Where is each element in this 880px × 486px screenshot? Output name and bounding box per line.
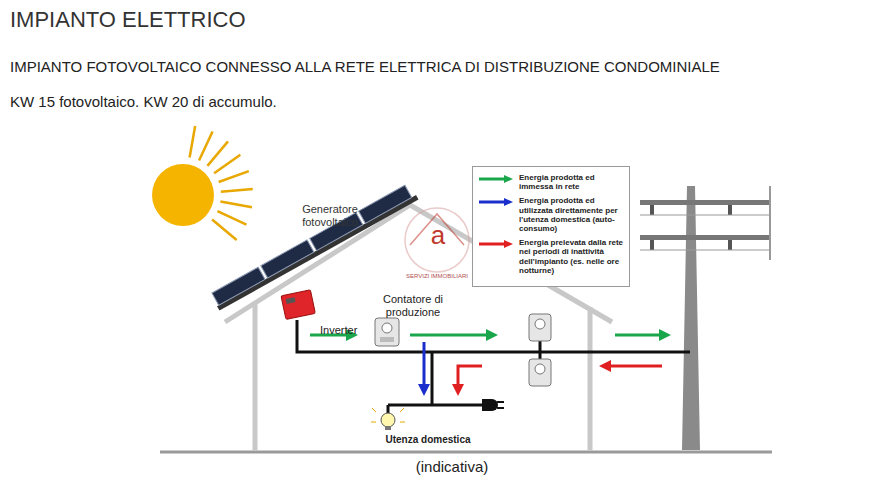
power-pole	[640, 186, 770, 450]
sun-ray	[212, 219, 237, 240]
energy-arrows	[310, 335, 665, 390]
sun-ray	[207, 141, 228, 166]
legend-text: Energia prodotta ed utilizzata direttame…	[519, 196, 624, 233]
legend-box: Energia prodotta ed immessa in reteEnerg…	[472, 166, 630, 287]
lamp-symbol	[371, 408, 405, 430]
caption: (indicativa)	[416, 458, 489, 475]
legend-arrow	[478, 197, 514, 207]
sun	[152, 126, 253, 240]
legend-entry: Energia prelevata dalla rete nei periodi…	[478, 238, 624, 275]
page-title: IMPIANTO ELETTRICO	[10, 7, 246, 33]
legend-entry: Energia prodotta ed immessa in rete	[478, 173, 624, 191]
sun-ray	[190, 126, 196, 158]
sun-ray	[221, 189, 253, 192]
sun-ray	[217, 211, 246, 225]
legend-arrow	[478, 239, 514, 249]
watermark: SERVIZI IMMOBILIARI	[402, 273, 472, 280]
plug-symbol	[482, 399, 504, 411]
inverter-symbol	[281, 290, 315, 320]
part-label: Contatore di produzione	[372, 293, 454, 318]
legend-arrow	[478, 174, 514, 184]
production-meter	[375, 318, 399, 346]
spec-line: KW 15 fotovoltaico. KW 20 di accumulo.	[10, 93, 277, 110]
legend-text: Energia prodotta ed immessa in rete	[519, 173, 624, 191]
legend-text: Energia prelevata dalla rete nei periodi…	[519, 238, 624, 275]
sun-ray	[214, 155, 240, 173]
solar-panels	[210, 183, 418, 311]
part-label: Inverter	[320, 324, 357, 337]
part-label: Utenza domestica	[378, 434, 478, 446]
exchange-meters	[529, 314, 551, 386]
legend-entry: Energia prodotta ed utilizzata direttame…	[478, 196, 624, 233]
ground-line	[160, 451, 772, 454]
sun-ray	[220, 202, 252, 208]
sun-ray	[219, 171, 249, 182]
sun-ray	[199, 132, 213, 161]
watermark-logo	[405, 208, 469, 272]
wiring	[297, 320, 690, 413]
part-label: Generatore fotovoltaico	[290, 203, 370, 228]
watermark: a	[427, 221, 449, 251]
subtitle: IMPIANTO FOTOVOLTAICO CONNESSO ALLA RETE…	[10, 58, 720, 75]
